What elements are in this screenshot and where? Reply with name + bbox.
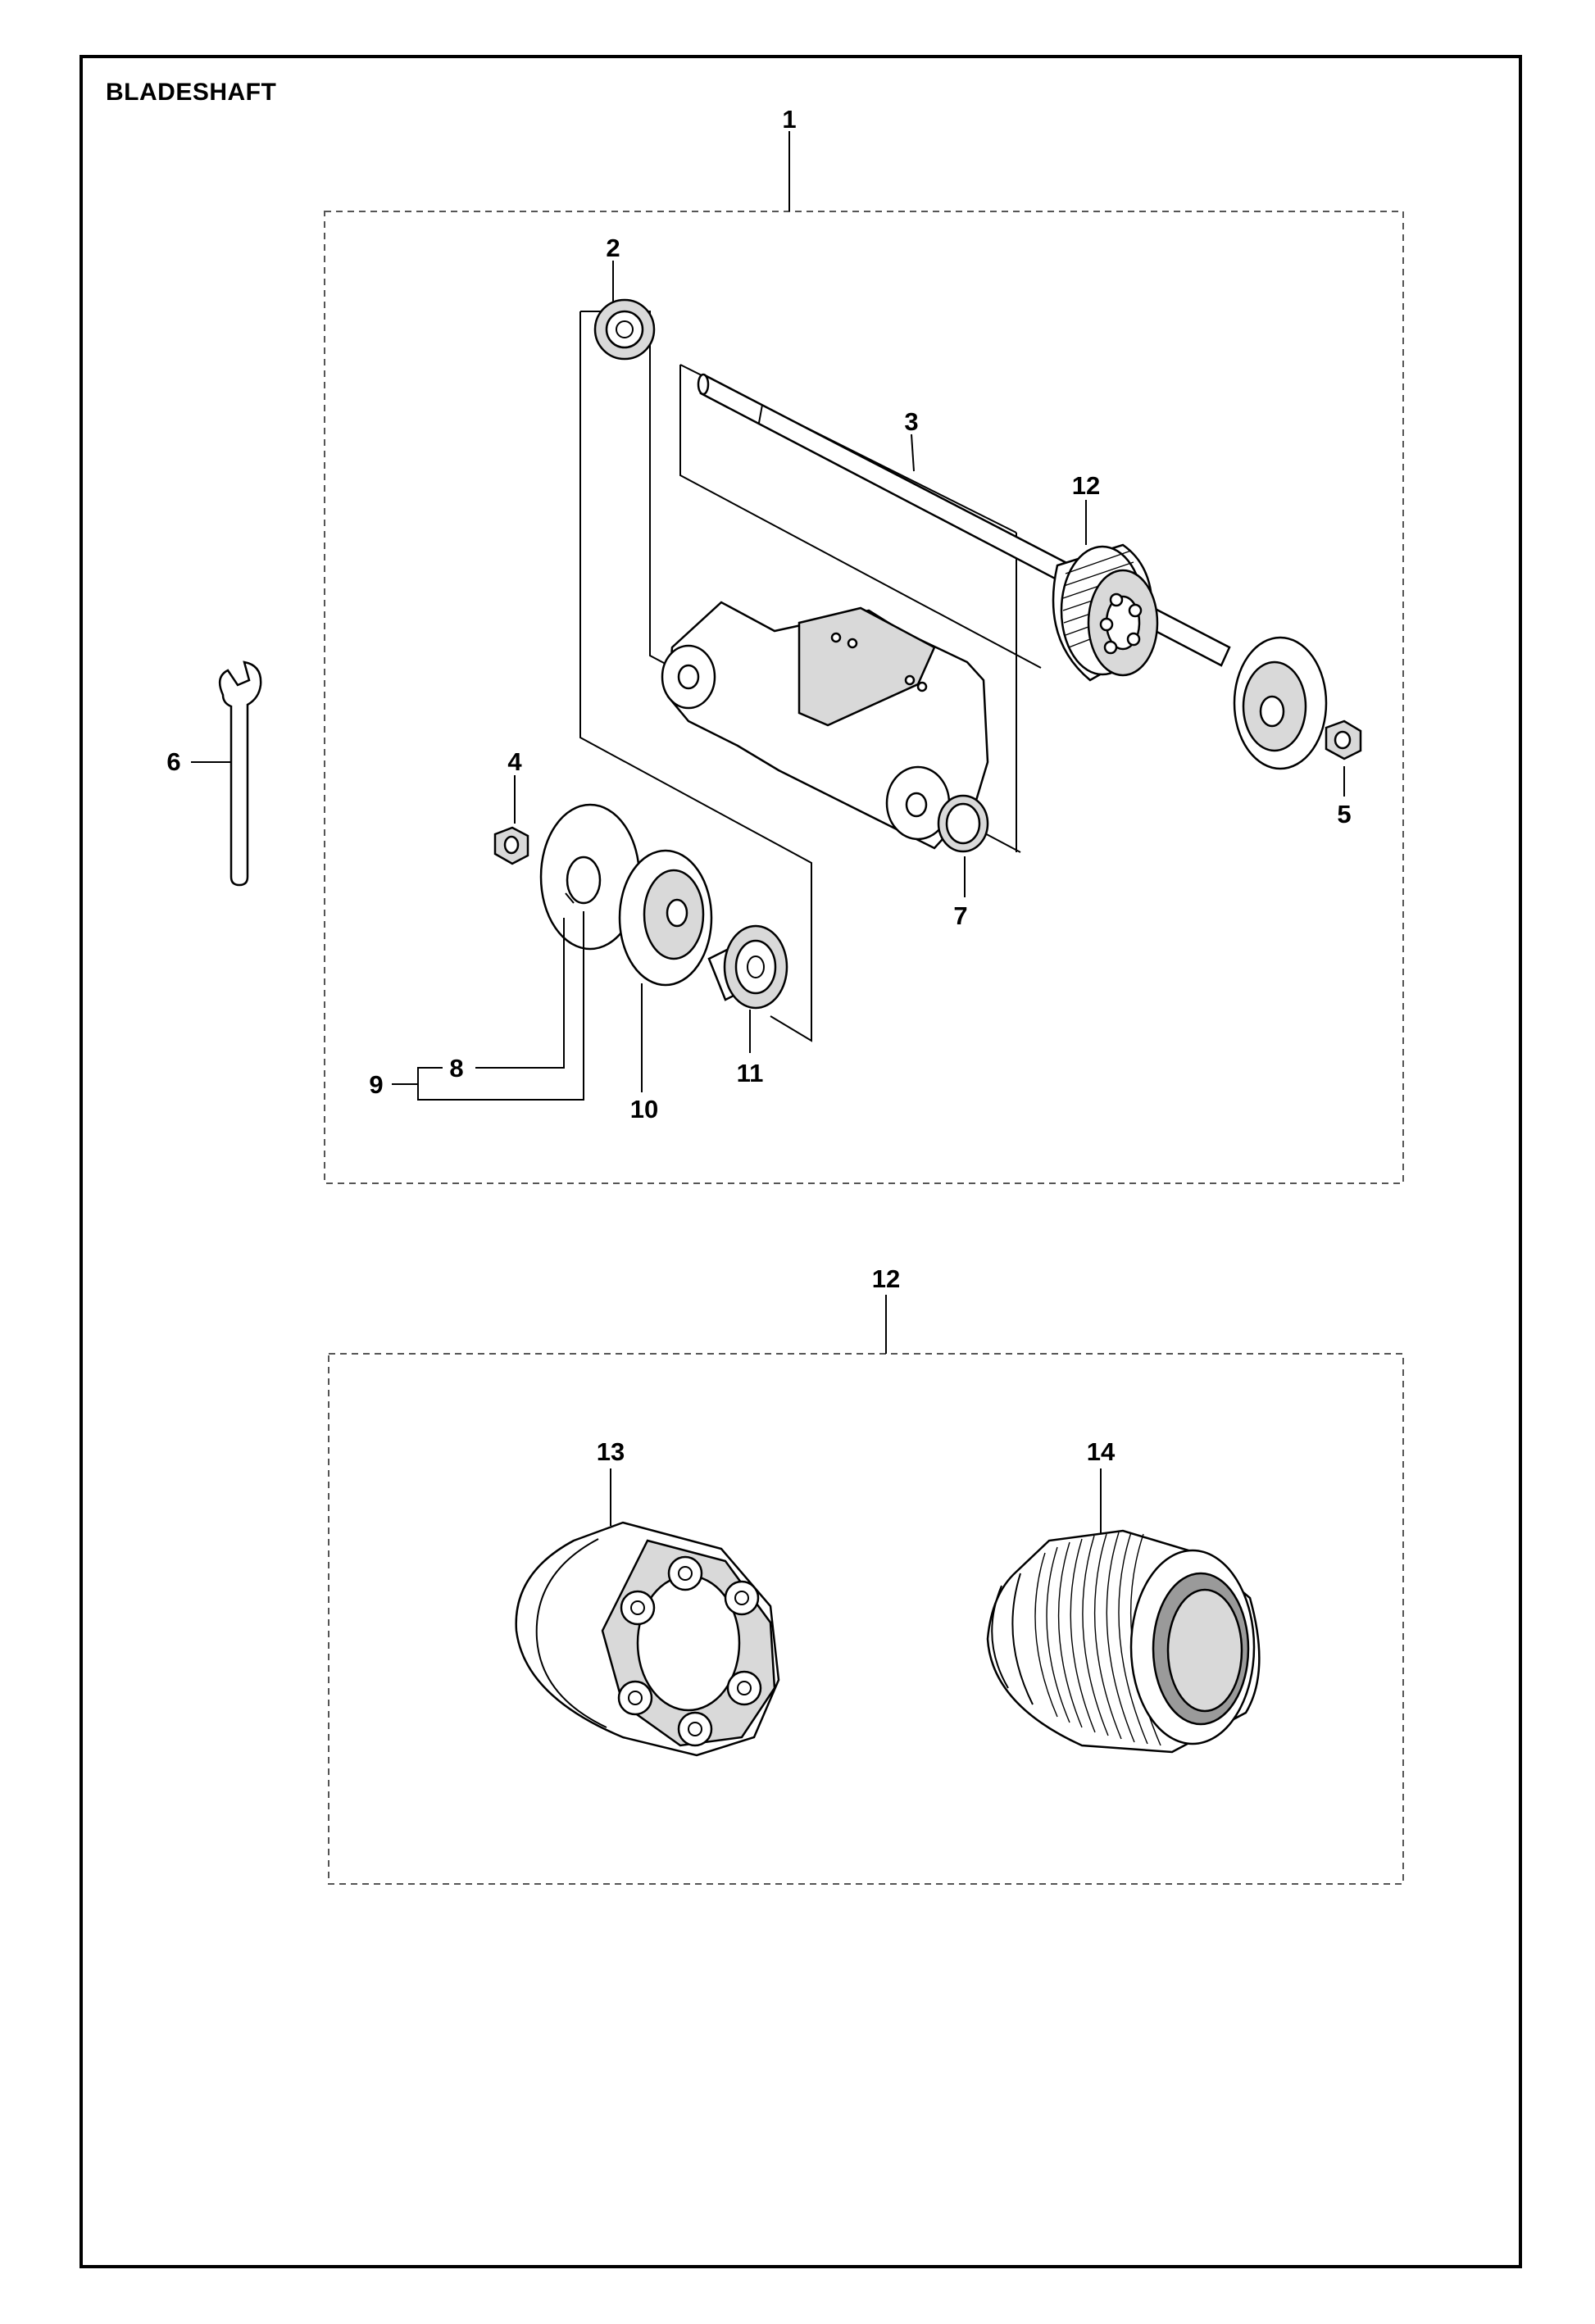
assembly-group-box-1 xyxy=(324,211,1404,1184)
page-frame xyxy=(80,55,1522,2268)
callout-3: 3 xyxy=(904,407,918,436)
leader-9-top xyxy=(417,1067,443,1084)
leader-9-bottom xyxy=(417,911,584,1101)
callout-8: 8 xyxy=(449,1054,463,1083)
callout-14: 14 xyxy=(1087,1437,1116,1466)
pulley-assembly-part-12[interactable] xyxy=(1052,543,1159,682)
bearing-part-2[interactable] xyxy=(593,298,656,361)
callout-12-group: 12 xyxy=(872,1264,900,1293)
clamping-hub-part-13[interactable] xyxy=(515,1521,780,1757)
callout-12-shaft: 12 xyxy=(1072,471,1100,500)
callout-5: 5 xyxy=(1337,800,1351,828)
callout-9: 9 xyxy=(369,1070,383,1099)
callout-11: 11 xyxy=(737,1059,764,1087)
washer-part-8[interactable] xyxy=(539,803,641,951)
callout-4: 4 xyxy=(507,747,522,776)
flange-part-10[interactable] xyxy=(618,849,713,987)
housing-part-7[interactable] xyxy=(661,601,989,853)
nut-part-5[interactable] xyxy=(1325,719,1362,760)
callout-1: 1 xyxy=(782,105,796,134)
leader-8 xyxy=(475,918,565,1069)
callout-10: 10 xyxy=(630,1095,658,1123)
callout-6: 6 xyxy=(166,747,180,776)
callout-13: 13 xyxy=(597,1437,625,1466)
callout-2: 2 xyxy=(606,234,620,262)
page-title: BLADESHAFT xyxy=(106,79,277,106)
wrench-part-6[interactable] xyxy=(218,660,262,887)
assembly-line-shaft-3 xyxy=(679,365,1042,669)
flange-right[interactable] xyxy=(1233,636,1328,770)
leader-3 xyxy=(911,433,915,472)
assembly-line-left-side xyxy=(579,311,812,1042)
nut-part-4[interactable] xyxy=(493,826,529,865)
bearing-part-11[interactable] xyxy=(707,924,788,1010)
callout-7: 7 xyxy=(953,901,967,930)
pulley-part-14[interactable] xyxy=(986,1529,1261,1754)
